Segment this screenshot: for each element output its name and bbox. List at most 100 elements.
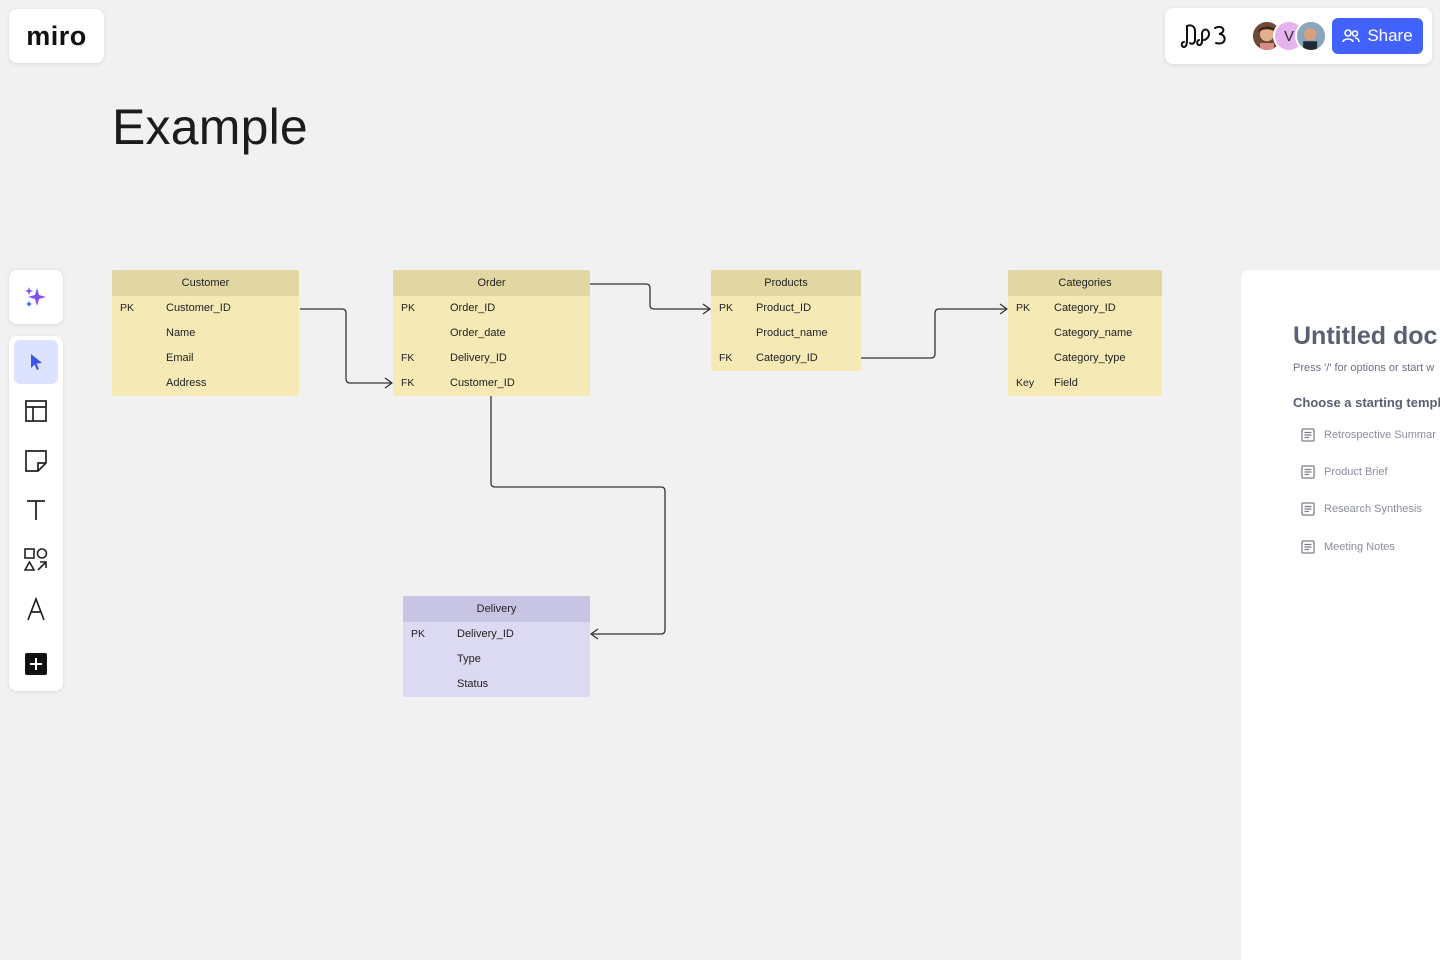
template-label: Retrospective Summar <box>1324 429 1436 441</box>
field-label: Product_ID <box>756 302 812 314</box>
user-avatar-3[interactable] <box>1295 20 1327 52</box>
key-label: PK <box>411 628 426 640</box>
key-label: FK <box>401 377 415 389</box>
template-label: Product Brief <box>1324 466 1388 478</box>
template-item[interactable]: Product Brief <box>1301 462 1388 482</box>
key-label: Key <box>1016 377 1035 389</box>
connector-customer-order <box>300 308 392 384</box>
table-row: FK Customer_ID <box>393 371 590 396</box>
document-icon <box>1301 540 1315 554</box>
doc-title[interactable]: Untitled doc <box>1293 322 1438 350</box>
sticky-note-tool[interactable] <box>14 439 58 483</box>
arrow-head-icon <box>702 303 711 315</box>
share-button[interactable]: Share <box>1332 18 1423 54</box>
field-label: Category_ID <box>1054 302 1116 314</box>
template-item[interactable]: Retrospective Summar <box>1301 425 1436 445</box>
field-label: Order_date <box>450 327 506 339</box>
template-item[interactable]: Research Synthesis <box>1301 499 1422 519</box>
table-row: Product_name <box>711 321 861 346</box>
collaboration-bar: V Share <box>1165 8 1432 64</box>
field-label: Type <box>457 653 481 665</box>
pen-icon <box>27 597 45 621</box>
table-row: Type <box>403 647 590 672</box>
document-icon <box>1301 428 1315 442</box>
shapes-tool[interactable] <box>14 538 58 582</box>
avatar-photo-icon <box>1297 22 1325 50</box>
board-title[interactable]: Example <box>112 99 308 155</box>
table-row: PK Customer_ID <box>112 296 299 321</box>
field-label: Field <box>1054 377 1078 389</box>
key-label: FK <box>719 352 733 364</box>
field-label: Status <box>457 678 489 690</box>
sparkle-icon <box>25 287 46 307</box>
avatar-initial: V <box>1283 27 1294 45</box>
field-label: Category_name <box>1054 327 1133 339</box>
table-header: Order <box>393 270 590 296</box>
table-row: Order_date <box>393 321 590 346</box>
field-label: Category_ID <box>756 352 818 364</box>
table-header: Customer <box>112 270 299 296</box>
miro-logo-text: miro <box>26 20 87 51</box>
shapes-icon <box>23 548 48 571</box>
field-label: Category_type <box>1054 352 1126 364</box>
miro-logo[interactable]: miro <box>9 9 104 63</box>
table-header: Products <box>711 270 861 296</box>
doc-panel[interactable]: Untitled doc Press '/' for options or st… <box>1241 270 1440 960</box>
plus-square-icon <box>25 653 47 675</box>
key-label: PK <box>1016 302 1031 314</box>
template-label: Meeting Notes <box>1324 541 1395 553</box>
template-label: Research Synthesis <box>1324 503 1422 515</box>
ai-assistant-button[interactable] <box>9 270 63 324</box>
layout-icon <box>25 400 47 422</box>
field-label: Email <box>166 352 194 364</box>
share-label: Share <box>1367 26 1413 45</box>
field-label: Order_ID <box>450 302 496 314</box>
table-header: Delivery <box>403 596 590 622</box>
text-icon <box>27 500 45 520</box>
arrow-head-icon <box>590 628 599 640</box>
pen-tool[interactable] <box>14 587 58 631</box>
sticky-note-icon <box>25 450 47 472</box>
cursor-icon <box>31 354 42 370</box>
key-label: PK <box>120 302 135 314</box>
template-item[interactable]: Meeting Notes <box>1301 537 1395 557</box>
table-row: Key Field <box>1008 371 1162 396</box>
table-delivery[interactable]: Delivery PK Delivery_ID Type Status <box>403 596 590 697</box>
board-logo-icon[interactable] <box>1179 20 1235 50</box>
field-label: Customer_ID <box>450 377 515 389</box>
connector-products-categories <box>861 308 1007 359</box>
table-row: Status <box>403 672 590 697</box>
arrow-head-icon <box>384 377 393 389</box>
table-products[interactable]: Products PK Product_ID Product_name FK Cat… <box>711 270 861 371</box>
table-row: Email <box>112 346 299 371</box>
table-row: Name <box>112 321 299 346</box>
select-tool[interactable] <box>14 340 58 384</box>
table-header: Categories <box>1008 270 1162 296</box>
table-categories[interactable]: Categories PK Category_ID Category_name C… <box>1008 270 1162 396</box>
doc-template-heading: Choose a starting templa <box>1293 395 1440 410</box>
connector-order-products <box>590 283 710 310</box>
table-row: Address <box>112 371 299 396</box>
add-tool[interactable] <box>14 642 58 686</box>
doc-hint: Press '/' for options or start w <box>1293 362 1435 374</box>
table-row: Category_type <box>1008 346 1162 371</box>
field-label: Delivery_ID <box>457 628 514 640</box>
field-label: Product_name <box>756 327 828 339</box>
text-tool[interactable] <box>14 488 58 532</box>
table-row: PK Category_ID <box>1008 296 1162 321</box>
templates-tool[interactable] <box>14 389 58 433</box>
field-label: Name <box>166 327 196 339</box>
table-row: PK Delivery_ID <box>403 622 590 647</box>
table-row: Category_name <box>1008 321 1162 346</box>
table-row: PK Product_ID <box>711 296 861 321</box>
key-label: PK <box>719 302 734 314</box>
left-toolbar <box>9 336 63 691</box>
arrow-head-icon <box>999 303 1008 315</box>
table-customer[interactable]: Customer PK Customer_ID Name Email Addres… <box>112 270 299 396</box>
document-icon <box>1301 502 1315 516</box>
field-label: Customer_ID <box>166 302 231 314</box>
field-label: Address <box>166 377 207 389</box>
document-icon <box>1301 465 1315 479</box>
